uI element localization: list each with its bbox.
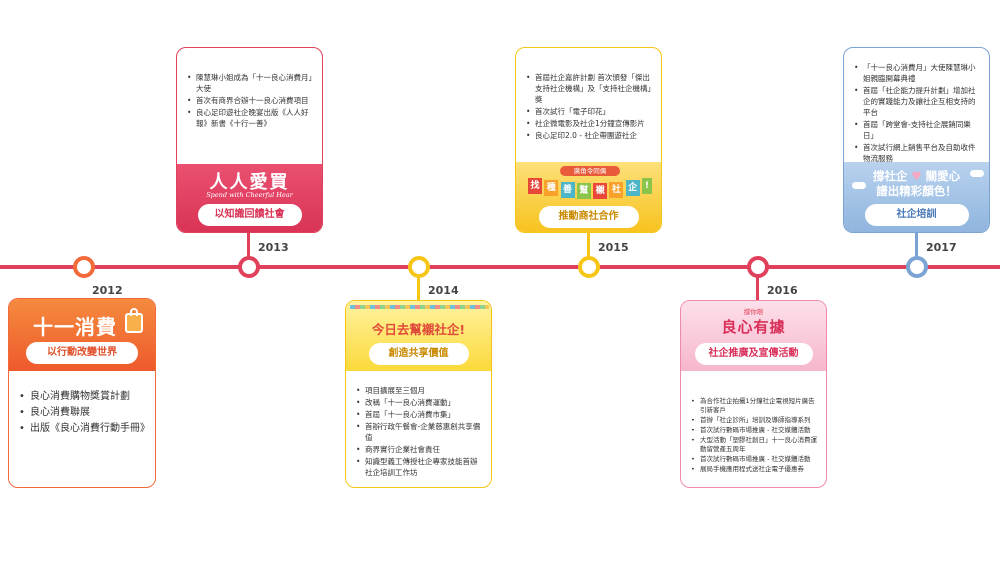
timeline-dot-2012 [73,256,95,278]
logo-2017-line2: 譜出精彩顏色！ [876,184,957,198]
timeline-dot-2014 [408,256,430,278]
list-item: 首次試行數碼市場推廣 - 社交媒體活動 [691,455,818,464]
shopping-bag-icon [125,308,143,333]
year-label-2014: 2014 [428,284,459,297]
logo-tag-2015: 廣角令同偶 [560,166,620,176]
card-2013: 陳慧琳小姐成為「十一良心消費月」大使 首次有商界合辦十一良心消費項目 良心足印遊… [176,47,323,233]
card-2016: 撐你啲 良心有據 社企推廣及宣傳活動 為合作社企拍攝1分鐘社企電視短片廣告引新客… [680,300,827,488]
subtitle-2014: 創造共享價值 [368,343,469,365]
logo-2014: 今日去幫襯社企! [371,322,466,337]
list-item: 首次試行「電子印花」 [526,106,653,117]
logo-2013: 人人愛買 [209,172,290,193]
year-label-2012: 2012 [92,284,123,297]
logo-char: ! [641,178,652,194]
stem-2013 [247,233,250,259]
timeline-dot-2015 [578,256,600,278]
logo-tag-2016: 撐你啲 [743,308,764,316]
year-label-2016: 2016 [767,284,798,297]
logo-char: 幫 [576,183,591,199]
list-item: 首屆「跨堂會-支持社企展銷同樂日」 [854,119,981,141]
list-item: 首次試行數碼市場推廣 - 社交媒體活動 [691,426,818,435]
timeline-dot-2017 [906,256,928,278]
subtitle-2015: 推動商社合作 [538,206,639,228]
list-item: 首辦「社企診所」培訓及導師指導系列 [691,416,818,425]
list-item: 大型活動「塑膠社創日」十一良心消費運動留營產五周年 [691,436,818,454]
list-item: 首屆「十一良心消費市集」 [356,409,483,420]
list-item: 「十一良心消費月」大使陳慧琳小姐親臨開幕典禮 [854,62,981,84]
banner-2017: 撐社企 ♥ 關愛心 譜出精彩顏色！ 社企培訓 [844,162,989,232]
list-item: 項目擴展至三個月 [356,385,483,396]
subtitle-2016: 社企推廣及宣傳活動 [694,343,813,365]
timeline-line [0,265,1000,269]
list-item: 良心足印遊社企晚宴出版《人人好報》新書《十行一善》 [187,107,314,129]
list-item: 首辦行政午餐會-企業慈惠創共享價值 [356,421,483,443]
banner-2013: 人人愛買 Spend with Cheerful Hear 以知識回饋社會 [177,164,322,232]
list-item: 知識型義工傳授社企專家技能首辦社企培訓工作坊 [356,456,483,478]
cloud-icon [852,182,866,189]
items-2015: 首屆社企嘉許計劃 首次頒發「傑出支持社企機構」及「支持社企機構」獎 首次試行「電… [516,62,661,148]
banner-2014: 今日去幫襯社企! 創造共享價值 [346,301,491,371]
list-item: 良心消費購物獎賞計劃 [19,389,147,404]
bunting-decoration [350,305,489,309]
logo-2012: 十一消費 [33,315,117,339]
stem-2017 [915,233,918,259]
subtitle-2017: 社企培訓 [864,204,969,226]
subtitle-2013: 以知識回饋社會 [197,204,302,226]
list-item: 陳慧琳小姐成為「十一良心消費月」大使 [187,72,314,94]
list-item: 良心消費聯展 [19,405,147,420]
year-label-2017: 2017 [926,241,957,254]
stem-2016 [756,276,759,302]
items-2017: 「十一良心消費月」大使陳慧琳小姐親臨開幕典禮 首屆「社企能力提升計劃」增加社企的… [844,52,989,171]
items-2012: 良心消費購物獎賞計劃 良心消費聯展 出版《良心消費行動手冊》 [9,379,155,443]
logo-char: 找 [528,178,542,194]
items-2013: 陳慧琳小姐成為「十一良心消費月」大使 首次有商界合辦十一良心消費項目 良心足印遊… [177,62,322,136]
items-2016: 為合作社企拍攝1分鐘社企電視短片廣告引新客戶 首辦「社企診所」培訓及導師指導系列… [681,387,826,481]
stem-2015 [587,233,590,259]
card-2015: 首屆社企嘉許計劃 首次頒發「傑出支持社企機構」及「支持社企機構」獎 首次試行「電… [515,47,662,233]
logo-char: 種 [544,180,559,196]
logo-sub-2013: Spend with Cheerful Hear [206,191,293,199]
logo-char: 襯 [593,183,608,199]
list-item: 展局手機應用程式送社企電子優惠券 [691,465,818,474]
logo-2016: 良心有據 [721,318,786,336]
subtitle-2012: 以行動改變世界 [26,342,138,364]
timeline-dot-2016 [747,256,769,278]
logo-char: 善 [560,182,575,198]
list-item: 首次有商界合辦十一良心消費項目 [187,95,314,106]
logo-2017-line1: 撐社企 ♥ 關愛心 [872,169,961,183]
list-item: 良心足印2.0 - 社企帶團遊社企 [526,130,653,141]
list-item: 首次試行網上銷售平台及自助收件物流服務 [854,142,981,164]
logo-2015: 找 種 善 幫 襯 社 企 ! [528,178,652,200]
banner-2016: 撐你啲 良心有據 社企推廣及宣傳活動 [681,301,826,371]
list-item: 首屆社企嘉許計劃 首次頒發「傑出支持社企機構」及「支持社企機構」獎 [526,72,653,105]
year-label-2015: 2015 [598,241,629,254]
logo-char: 社 [609,182,624,198]
banner-2015: 廣角令同偶 找 種 善 幫 襯 社 企 ! 推動商社合作 [516,162,661,232]
list-item: 首屆「社企能力提升計劃」增加社企的實踐能力及讓社企互相支持的平台 [854,85,981,118]
items-2014: 項目擴展至三個月 改稱「十一良心消費運動」 首屆「十一良心消費市集」 首辦行政午… [346,375,491,485]
cloud-icon [970,170,984,177]
card-2012: 十一消費 以行動改變世界 良心消費購物獎賞計劃 良心消費聯展 出版《良心消費行動… [8,298,156,488]
list-item: 商界實行企業社會責任 [356,444,483,455]
year-label-2013: 2013 [258,241,289,254]
banner-2012: 十一消費 以行動改變世界 [9,299,155,371]
stem-2014 [417,276,420,302]
list-item: 社企微電影及社企1分鐘宣傳影片 [526,118,653,129]
timeline-dot-2013 [238,256,260,278]
list-item: 出版《良心消費行動手冊》 [19,421,150,436]
list-item: 改稱「十一良心消費運動」 [356,397,483,408]
card-2017: 「十一良心消費月」大使陳慧琳小姐親臨開幕典禮 首屆「社企能力提升計劃」增加社企的… [843,47,990,233]
logo-char: 企 [625,180,640,196]
list-item: 為合作社企拍攝1分鐘社企電視短片廣告引新客戶 [691,397,818,415]
card-2014: 今日去幫襯社企! 創造共享價值 項目擴展至三個月 改稱「十一良心消費運動」 首屆… [345,300,492,488]
